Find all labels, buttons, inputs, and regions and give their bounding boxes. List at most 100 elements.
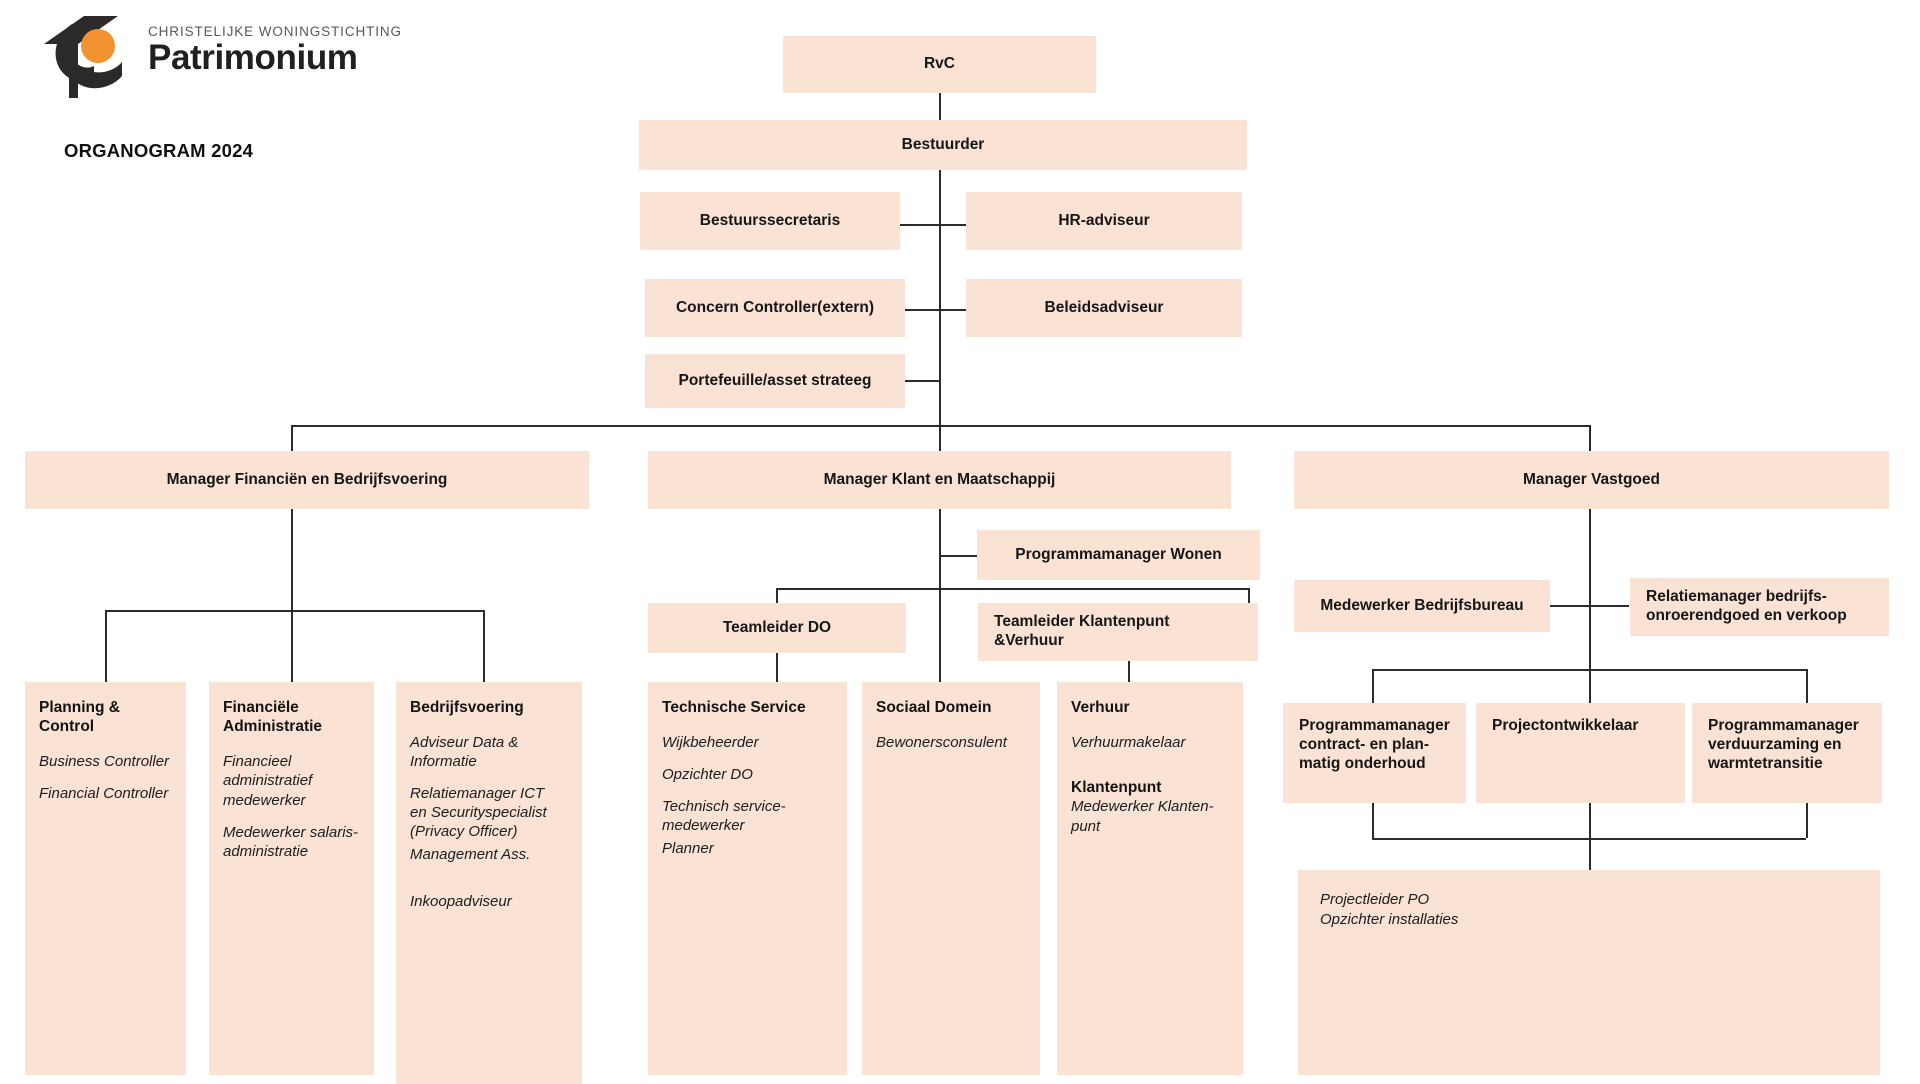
node-concern-controller-label: Concern Controller(extern) [675,298,875,316]
connector-klant-to-teamleider-do [776,588,778,616]
dept-role: Financial Controller [39,785,169,803]
connector-teamleiderdo-to-ts [776,653,778,682]
dept-role: Bewonersconsulent [876,734,1007,752]
connector-financien-down [291,509,293,610]
connector-staff-row-3 [900,380,940,382]
node-medewerker-bedrijfsbureau-label: Medewerker Bedrijfsbureau [1320,596,1524,614]
node-manager-vastgoed[interactable]: Manager Vastgoed [1294,451,1889,509]
node-programmamanager-contract-onderhoud[interactable]: Programmamanager contract- en plan- mati… [1283,703,1466,803]
node-bestuurder-label: Bestuurder [901,135,985,153]
dept-role: Medewerker salaris- administratie [223,823,359,860]
patrimonium-logo-icon [36,14,146,100]
brand-name: Patrimonium [148,38,358,77]
connector-vastgoed-down-1 [1589,509,1591,669]
node-manager-klant[interactable]: Manager Klant en Maatschappij [648,451,1231,509]
connector-vastgoed-to-projectontwikkelaar [1589,669,1591,703]
dept-technische-service[interactable]: Technische Service Wijkbeheerder Opzicht… [648,682,847,1075]
dept-financiele-administratie[interactable]: Financiële Administratie Financieel admi… [209,682,374,1075]
connector-klant-to-sociaal-domein [939,588,941,682]
connector-bestuurder-spine [939,170,941,425]
dept-role: Medewerker Klanten- punt [1071,798,1214,835]
connector-vastgoed-to-contract [1372,669,1374,703]
node-portefeuille-asset-strateeg[interactable]: Portefeuille/asset strateeg [645,354,905,408]
dept-planning-control[interactable]: Planning & Control Business Controller F… [25,682,186,1075]
connector-vastgoed-to-projectleider [1589,803,1591,870]
dept-verhuur-head: Verhuur [1071,699,1130,716]
node-projectontwikkelaar-label: Projectontwikkelaar [1492,717,1639,734]
connector-klant-to-prog-wonen [939,555,978,557]
node-teamleider-klantenpunt-verhuur-label: Teamleider Klantenpunt &Verhuur [994,613,1170,649]
node-portefeuille-asset-strateeg-label: Portefeuille/asset strateeg [678,371,872,389]
node-beleidsadviseur-label: Beleidsadviseur [1044,298,1164,316]
dept-planning-control-head: Planning & Control [39,699,120,736]
node-programmamanager-wonen-label: Programmamanager Wonen [1015,545,1222,563]
node-projectleider-po[interactable]: Projectleider PO Opzichter installaties [1298,870,1880,1075]
node-beleidsadviseur[interactable]: Beleidsadviseur [966,279,1242,337]
node-manager-vastgoed-label: Manager Vastgoed [1523,470,1660,488]
node-manager-financien[interactable]: Manager Financiën en Bedrijfsvoering [25,451,589,509]
node-relatiemanager-bedrijfsonroerendgoed-label: Relatiemanager bedrijfs- onroerendgoed e… [1646,588,1847,624]
connector-klant-to-teamleider-kp [1248,588,1250,616]
dept-financiele-administratie-head: Financiële Administratie [223,699,323,736]
dept-role: Planner [662,840,714,858]
node-concern-controller[interactable]: Concern Controller(extern) [645,279,905,337]
connector-bus-to-financien [291,425,293,451]
dept-bedrijfsvoering-head: Bedrijfsvoering [410,699,524,716]
dept-role: Wijkbeheerder [662,734,759,752]
dept-role: Business Controller [39,753,170,771]
node-projectontwikkelaar[interactable]: Projectontwikkelaar [1476,703,1685,803]
dept-verhuur[interactable]: Verhuur Verhuurmakelaar Klantenpunt Mede… [1057,682,1243,1075]
node-manager-klant-label: Manager Klant en Maatschappij [823,470,1056,488]
node-bestuurssecretaris[interactable]: Bestuurssecretaris [640,192,900,250]
dept-technische-service-head: Technische Service [662,699,806,716]
connector-klant-bus [776,588,1249,590]
node-teamleider-klantenpunt-verhuur[interactable]: Teamleider Klantenpunt &Verhuur [978,603,1258,661]
connector-klant-down-1 [939,509,941,588]
node-relatiemanager-bedrijfsonroerendgoed[interactable]: Relatiemanager bedrijfs- onroerendgoed e… [1630,578,1889,636]
connector-bus-to-klant [939,425,941,451]
connector-klant-spine-mid [939,555,941,588]
node-bestuurder[interactable]: Bestuurder [639,120,1247,170]
connector-financien-to-fa [291,610,293,682]
dept-role: Verhuurmakelaar [1071,734,1186,752]
node-projectleider-po-label: Projectleider PO Opzichter installaties [1320,891,1459,928]
connector-staff-row-2 [900,309,979,311]
node-programmamanager-contract-onderhoud-label: Programmamanager contract- en plan- mati… [1299,717,1450,772]
node-bestuurssecretaris-label: Bestuurssecretaris [699,211,841,229]
connector-contract-down [1372,803,1374,838]
dept-role: Management Ass. [410,846,531,864]
node-medewerker-bedrijfsbureau[interactable]: Medewerker Bedrijfsbureau [1294,580,1550,632]
node-programmamanager-verduurzaming-label: Programmamanager verduurzaming en warmte… [1708,717,1859,772]
dept-role: Adviseur Data & Informatie [410,734,519,771]
node-programmamanager-wonen[interactable]: Programmamanager Wonen [977,530,1260,580]
dept-role: Opzichter DO [662,766,753,784]
dept-sociaal-domein-head: Sociaal Domein [876,699,992,716]
brand-wordmark: CHRISTELIJKE WONINGSTICHTING Patrimonium [148,24,401,77]
node-teamleider-do-label: Teamleider DO [722,618,832,636]
dept-verhuur-sub-head: Klantenpunt [1071,779,1162,797]
dept-role: Technisch service- medewerker [662,798,786,835]
connector-teamleiderkp-to-verhuur [1128,653,1130,682]
connector-financien-to-bv [483,610,485,682]
node-hr-adviseur[interactable]: HR-adviseur [966,192,1242,250]
spacer [410,878,570,892]
dept-role: Relatiemanager ICT en Securityspecialist… [410,785,547,841]
connector-financien-bus [105,610,483,612]
dept-bedrijfsvoering[interactable]: Bedrijfsvoering Adviseur Data & Informat… [396,682,582,1084]
connector-vastgoed-staff-row [1550,605,1629,607]
connector-rvc-bestuurder [939,93,941,120]
node-rvc[interactable]: RvC [783,36,1096,93]
connector-vastgoed-to-verduurzaming [1806,669,1808,703]
node-rvc-label: RvC [923,55,955,73]
node-manager-financien-label: Manager Financiën en Bedrijfsvoering [166,470,448,488]
dept-role: Inkoopadviseur [410,892,512,910]
brand-logo: CHRISTELIJKE WONINGSTICHTING Patrimonium [36,14,401,100]
dept-role: Financieel administratief medewerker [223,753,313,809]
connector-staff-row-1 [900,224,979,226]
node-teamleider-do[interactable]: Teamleider DO [648,603,906,653]
connector-financien-to-pc [105,610,107,682]
connector-bus-to-vastgoed [1589,425,1591,451]
dept-sociaal-domein[interactable]: Sociaal Domein Bewonersconsulent [862,682,1040,1075]
node-programmamanager-verduurzaming[interactable]: Programmamanager verduurzaming en warmte… [1692,703,1882,803]
